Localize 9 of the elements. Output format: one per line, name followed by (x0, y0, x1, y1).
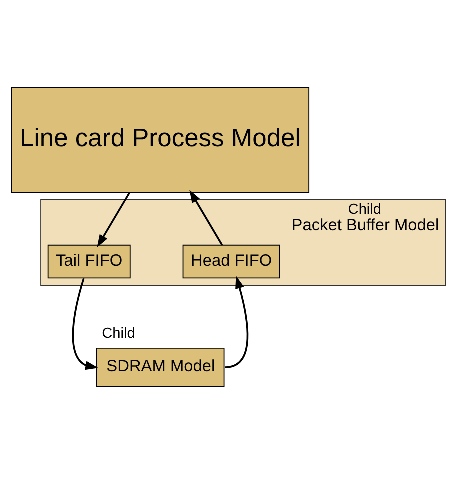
node-box: Tail FIFO (48, 244, 131, 278)
arrow (190, 190, 224, 246)
arrow (72, 278, 98, 370)
node-box: Line card Process Model (11, 86, 310, 192)
node-label: Child (102, 326, 136, 342)
node-label: Child (348, 202, 382, 218)
arrow (225, 275, 249, 368)
arrow (97, 192, 131, 248)
node-box: Head FIFO (182, 244, 280, 278)
